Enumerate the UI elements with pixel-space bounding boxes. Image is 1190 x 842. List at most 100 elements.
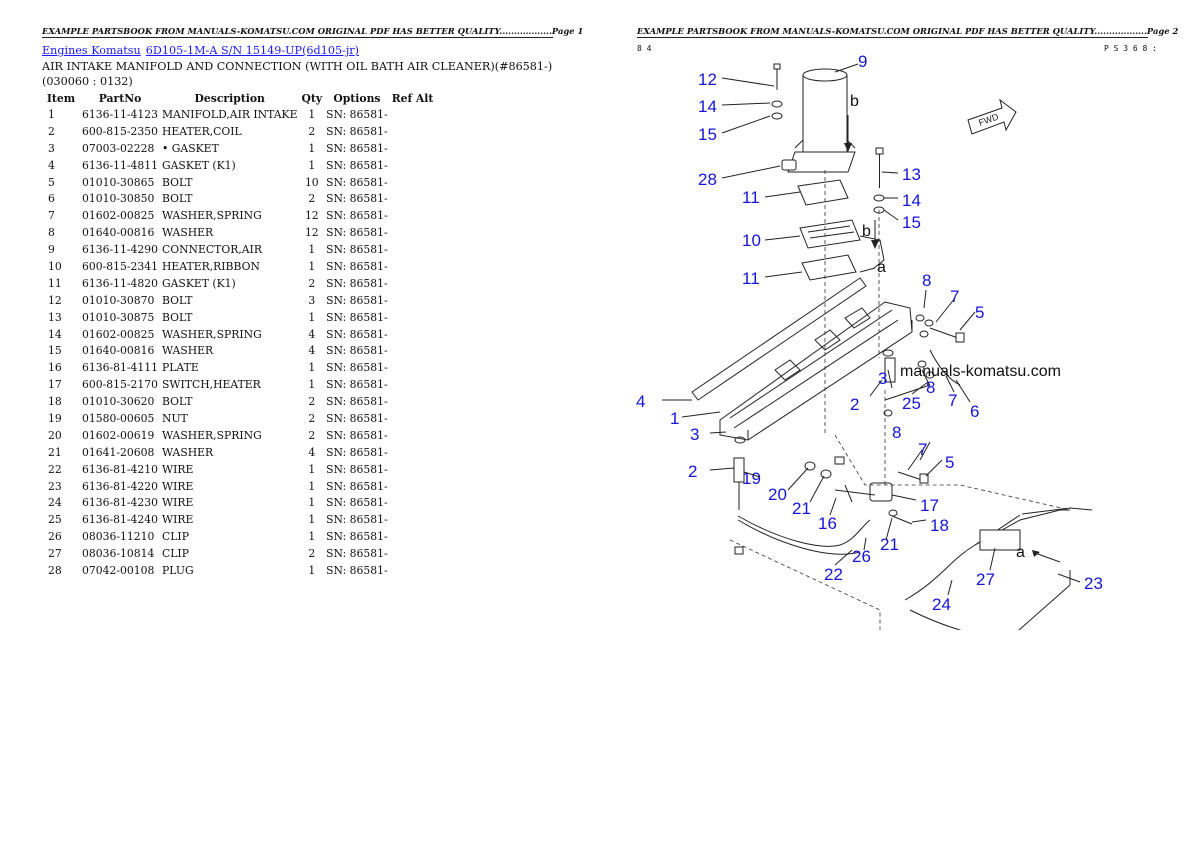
cell-item-number: 21 bbox=[48, 445, 62, 459]
cell-quantity: 1 bbox=[308, 107, 316, 121]
cell-part-number: 600-815-2170 bbox=[82, 378, 158, 392]
cell-quantity: 1 bbox=[308, 141, 316, 155]
cell-quantity: 2 bbox=[308, 192, 316, 206]
callout-28: 28 bbox=[698, 170, 717, 189]
cell-description: GASKET (K1) bbox=[162, 276, 236, 290]
cell-item-number: 23 bbox=[48, 479, 62, 493]
cell-options: SN: 86581- bbox=[326, 226, 388, 240]
cell-quantity: 2 bbox=[308, 124, 316, 138]
cell-options: SN: 86581- bbox=[326, 293, 388, 307]
cell-description: WASHER,SPRING bbox=[162, 209, 262, 223]
cell-quantity: 4 bbox=[308, 445, 316, 459]
cell-item-number: 24 bbox=[48, 496, 62, 510]
callout-3a: 3 bbox=[878, 369, 887, 388]
parts-table: Item PartNo Description Qty Options Ref … bbox=[42, 90, 435, 579]
cell-description: MANIFOLD,AIR INTAKE bbox=[162, 107, 298, 121]
cell-part-number: 01602-00619 bbox=[82, 428, 155, 442]
callout-15a: 15 bbox=[698, 125, 717, 144]
cell-ref-alt bbox=[390, 326, 436, 343]
cell-item-number: 8 bbox=[48, 226, 55, 240]
callout-22: 22 bbox=[824, 565, 843, 584]
bolts-5-drawing bbox=[897, 314, 965, 484]
cell-description: WASHER bbox=[162, 445, 214, 459]
cell-options: SN: 86581- bbox=[326, 175, 388, 189]
callout-7b: 7 bbox=[948, 391, 957, 410]
cell-ref-alt bbox=[390, 427, 436, 444]
cell-part-number: 6136-81-4220 bbox=[82, 479, 158, 493]
cell-ref-alt bbox=[390, 292, 436, 309]
cell-description: BOLT bbox=[162, 310, 193, 324]
cell-part-number: 01010-30870 bbox=[82, 293, 155, 307]
cell-quantity: 1 bbox=[308, 530, 316, 544]
cell-options: SN: 86581- bbox=[326, 124, 388, 138]
callout-19: 19 bbox=[742, 469, 761, 488]
cell-options: SN: 86581- bbox=[326, 563, 388, 577]
cell-options: SN: 86581- bbox=[326, 462, 388, 476]
cell-item-number: 18 bbox=[48, 395, 62, 409]
cell-quantity: 2 bbox=[308, 428, 316, 442]
cell-options: SN: 86581- bbox=[326, 378, 388, 392]
cell-description: WIRE bbox=[162, 479, 194, 493]
cell-item-number: 17 bbox=[48, 378, 62, 392]
cell-options: SN: 86581- bbox=[326, 428, 388, 442]
cell-description: • GASKET bbox=[162, 141, 219, 155]
cell-quantity: 12 bbox=[304, 209, 319, 223]
cell-ref-alt bbox=[390, 123, 436, 140]
cell-ref-alt bbox=[390, 140, 436, 157]
cell-ref-alt bbox=[390, 393, 436, 410]
manifold-gasket-drawing bbox=[691, 277, 867, 401]
callout-11b: 11 bbox=[742, 269, 760, 288]
page-title: AIR INTAKE MANIFOLD AND CONNECTION (WITH… bbox=[42, 60, 553, 88]
cell-options: SN: 86581- bbox=[326, 310, 388, 324]
cell-part-number: 600-815-2341 bbox=[82, 259, 158, 273]
cell-ref-alt bbox=[390, 275, 436, 292]
a-arrow-markers bbox=[859, 267, 1061, 563]
bolt-12-drawing bbox=[771, 63, 783, 120]
cell-description: BOLT bbox=[162, 192, 193, 206]
callout-7a: 7 bbox=[950, 287, 959, 306]
cell-options: SN: 86581- bbox=[326, 496, 388, 510]
cell-description: WIRE bbox=[162, 462, 194, 476]
cell-part-number: 6136-81-4111 bbox=[82, 361, 158, 375]
cell-part-number: 01641-20608 bbox=[82, 445, 155, 459]
cell-ref-alt bbox=[390, 461, 436, 478]
intake-manifold-drawing bbox=[719, 301, 913, 441]
cell-quantity: 1 bbox=[308, 259, 316, 273]
cell-options: SN: 86581- bbox=[326, 243, 388, 257]
breadcrumb-link-engines[interactable]: Engines Komatsu bbox=[42, 44, 141, 57]
cell-quantity: 4 bbox=[308, 344, 316, 358]
callout-15b: 15 bbox=[902, 213, 921, 232]
callout-1: 1 bbox=[670, 409, 679, 428]
page-header-right: EXAMPLE PARTSBOOK FROM MANUALS-KOMATSU.C… bbox=[637, 26, 1179, 38]
cell-part-number: 600-815-2350 bbox=[82, 124, 158, 138]
cell-quantity: 12 bbox=[304, 226, 319, 240]
cell-quantity: 1 bbox=[308, 496, 316, 510]
cell-description: BOLT bbox=[162, 395, 193, 409]
cell-ref-alt bbox=[390, 207, 436, 224]
cell-description: WIRE bbox=[162, 513, 194, 527]
cell-item-number: 5 bbox=[48, 175, 55, 189]
cell-quantity: 1 bbox=[308, 243, 316, 257]
cell-ref-alt bbox=[390, 562, 436, 579]
cell-options: SN: 86581- bbox=[326, 107, 388, 121]
column-header-ref-alt: Ref Alt bbox=[391, 91, 434, 105]
callout-27: 27 bbox=[976, 570, 995, 589]
cell-description: PLUG bbox=[162, 563, 194, 577]
cell-quantity: 1 bbox=[308, 462, 316, 476]
breadcrumb-link-model[interactable]: 6D105-1M-A S/N 15149-UP(6d105-jr) bbox=[145, 44, 360, 57]
cell-ref-alt bbox=[390, 511, 436, 528]
cell-item-number: 2 bbox=[48, 124, 55, 138]
cell-item-number: 19 bbox=[48, 411, 62, 425]
